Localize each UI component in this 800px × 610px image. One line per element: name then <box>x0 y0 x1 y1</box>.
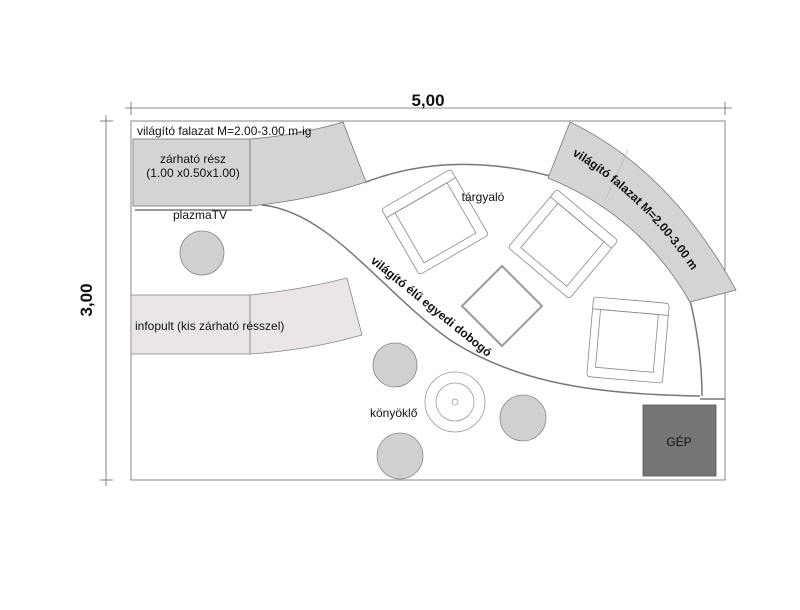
round-table <box>376 432 424 480</box>
round-table <box>372 342 418 388</box>
round-table <box>179 230 225 276</box>
lockable-size-label: (1.00 x0.50x1.00) <box>146 166 239 180</box>
armchair <box>508 190 618 298</box>
wall-joint <box>604 149 629 201</box>
round-table <box>499 394 547 442</box>
leaning-tables-label: könyöklő <box>370 406 418 420</box>
height-dimension <box>100 115 113 486</box>
platform-edge-bottom <box>261 204 701 397</box>
infopult <box>130 294 251 355</box>
top-left-wall-label: világító falazat M=2.00-3.00 m-ig <box>137 124 311 138</box>
plasma-tv-label: plazmaTV <box>173 208 227 222</box>
lockable-cabinet <box>132 138 251 207</box>
leaning-table <box>424 371 486 433</box>
light-wall-right <box>547 121 737 303</box>
width-dimension-label: 5,00 <box>411 91 444 110</box>
platform-edge-right <box>689 299 703 397</box>
machine <box>642 404 717 477</box>
infopult-label: infopult (kis zárható résszel) <box>135 319 284 333</box>
platform-edge-top <box>365 163 551 183</box>
armchair <box>586 296 670 384</box>
light-wall-top-left <box>249 121 367 207</box>
armchair <box>382 169 488 275</box>
width-dimension <box>125 102 732 115</box>
meeting-area-label: tárgyaló <box>462 190 505 204</box>
machine-label: GÉP <box>666 434 691 449</box>
coffee-table <box>460 264 544 348</box>
infopult-curve <box>249 277 363 355</box>
lockable-part-label: zárható rész <box>160 152 226 166</box>
height-dimension-label: 3,00 <box>77 283 96 316</box>
